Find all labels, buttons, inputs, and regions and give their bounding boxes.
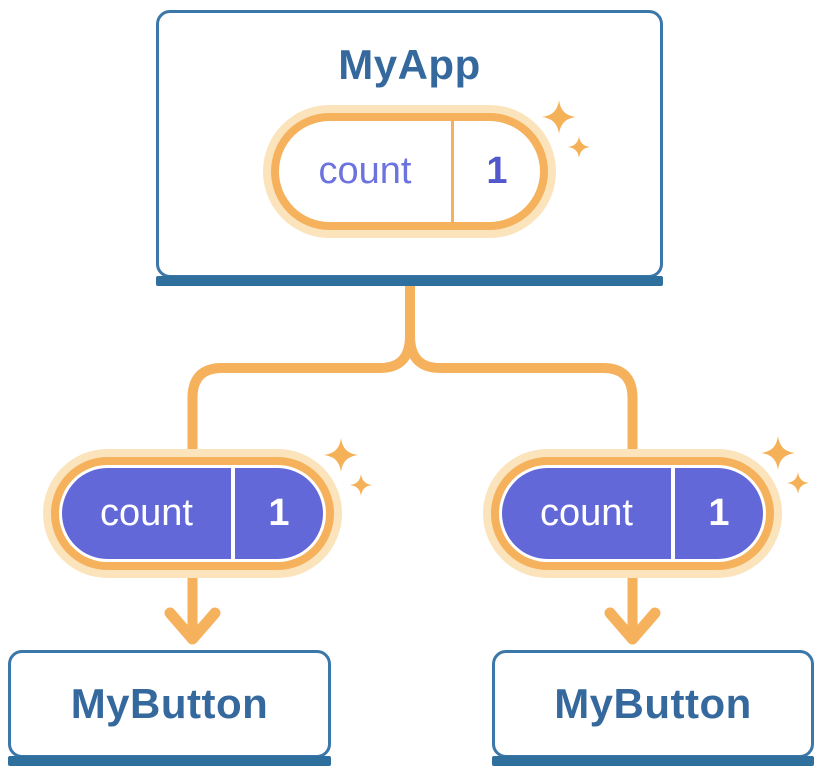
- prop-pill-gap: count 1: [59, 465, 326, 562]
- right-prop-pill: count 1: [483, 449, 782, 578]
- connector-branch-left: [187, 335, 415, 462]
- sparkle-icon: [761, 436, 795, 470]
- sparkle-icon: [568, 136, 590, 158]
- root-state-pill: count 1: [263, 105, 556, 239]
- connector-branch-right: [405, 335, 638, 462]
- sparkle-icon: [542, 100, 576, 134]
- down-arrow-icon: [164, 607, 221, 645]
- prop-value: 1: [671, 468, 763, 559]
- child-component-title: MyButton: [554, 679, 752, 727]
- prop-pill-body: count 1: [62, 468, 323, 559]
- prop-pill-ring: count 1: [51, 457, 334, 570]
- prop-pill-body: count 1: [502, 468, 763, 559]
- prop-pill-gap: count 1: [499, 465, 766, 562]
- root-component-title: MyApp: [338, 41, 481, 88]
- prop-name-label: count: [540, 492, 633, 534]
- prop-value: 1: [231, 468, 323, 559]
- child-component-title: MyButton: [70, 679, 269, 727]
- root-component-card: MyApp count 1: [156, 10, 663, 286]
- left-prop-pill: count 1: [43, 449, 342, 578]
- state-pill-body: count 1: [279, 121, 540, 223]
- state-name-label: count: [318, 150, 412, 193]
- state-value: 1: [451, 121, 540, 223]
- down-arrow-icon: [604, 607, 661, 645]
- state-pill-ring: count 1: [271, 113, 548, 231]
- right-child-component-card: MyButton: [492, 650, 814, 766]
- prop-pill-ring: count 1: [491, 457, 774, 570]
- prop-name-label: count: [100, 492, 193, 534]
- left-child-component-card: MyButton: [8, 650, 331, 766]
- sparkle-icon: [324, 438, 358, 472]
- sparkle-icon: [787, 472, 809, 494]
- sparkle-icon: [350, 474, 372, 496]
